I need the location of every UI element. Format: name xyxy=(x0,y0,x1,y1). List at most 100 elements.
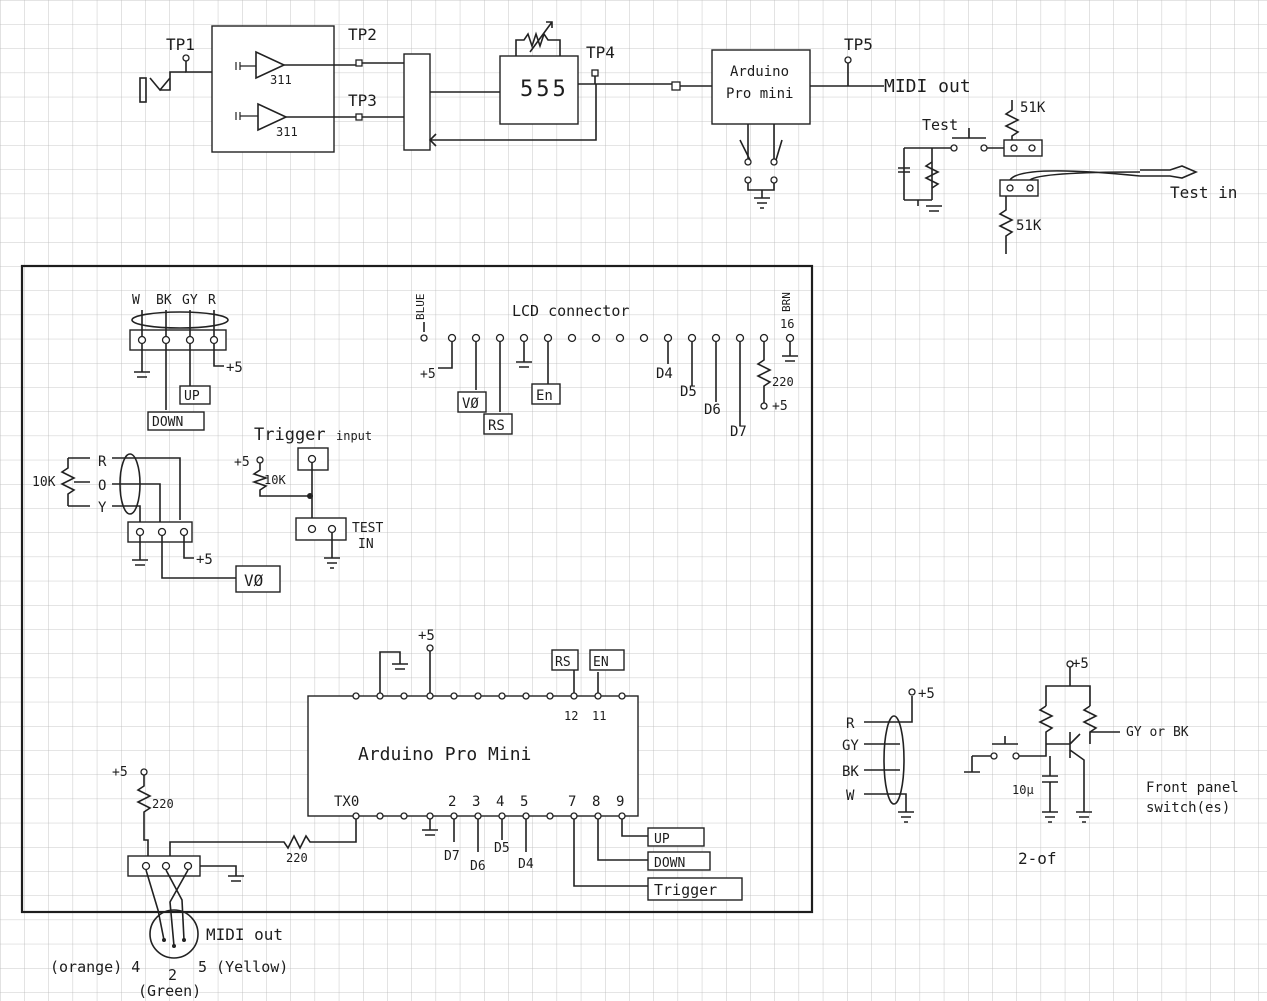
lcd-d4-label: D4 xyxy=(656,366,673,382)
tp4-point xyxy=(591,69,599,77)
midi-output xyxy=(127,768,244,959)
sw-wire-w: W xyxy=(846,788,855,804)
blue-label: BLUE xyxy=(414,294,427,321)
wire-r2-label: R xyxy=(98,454,107,470)
arduino-pro-mini xyxy=(169,644,743,901)
tp3-point xyxy=(355,113,363,121)
front-panel-label-1: Front panel xyxy=(1146,780,1239,796)
up-label: UP xyxy=(184,389,200,404)
down-label: DOWN xyxy=(152,415,183,430)
sw-plus5-b: +5 xyxy=(1072,656,1089,672)
tp4-label: TP4 xyxy=(586,43,615,62)
midi-green-label: (Green) xyxy=(138,982,201,1000)
pin8-label: 8 xyxy=(592,794,600,810)
resistor-51k-bot xyxy=(998,196,1014,254)
pin2-label: 2 xyxy=(448,794,456,810)
timer-555 xyxy=(499,55,579,125)
plus5-label-2: +5 xyxy=(196,552,213,568)
pot-10k-label: 10K xyxy=(32,475,56,490)
variable-resistor xyxy=(515,21,561,56)
wire-gy-label: GY xyxy=(182,293,198,308)
test-in-label: Test in xyxy=(1170,183,1237,202)
trigger-label: Trigger xyxy=(254,425,326,445)
plus5-label-5: +5 xyxy=(772,399,788,414)
comparator-2-label: 311 xyxy=(276,125,298,139)
contrast-pot xyxy=(60,453,281,593)
feedback-line xyxy=(430,84,597,141)
test-cable xyxy=(1009,170,1141,181)
wire-y-label: Y xyxy=(98,500,107,516)
tp2-point xyxy=(355,59,363,67)
lcd-d6-label: D6 xyxy=(704,402,721,418)
pin5-label: 5 xyxy=(520,794,528,810)
sw-wire-bk: BK xyxy=(842,764,859,780)
arduino-main-label: Arduino Pro Mini xyxy=(358,744,531,765)
pin7-label: 7 xyxy=(568,794,576,810)
switch-transistor-circuit xyxy=(964,660,1120,823)
rs-top-label: RS xyxy=(555,655,571,670)
comparator-1-label: 311 xyxy=(270,73,292,87)
trigger-input-label: input xyxy=(336,429,372,443)
tp3-label: TP3 xyxy=(348,91,377,110)
tp5-point xyxy=(844,56,852,64)
plus5-label-1: +5 xyxy=(226,360,243,376)
lcd-connector xyxy=(420,322,798,435)
comparator-1 xyxy=(235,50,356,80)
switch-connector xyxy=(129,310,229,431)
midi-r220b-label: 220 xyxy=(286,851,308,865)
input-jack xyxy=(139,71,186,103)
plus5-label-6: +5 xyxy=(418,628,435,644)
tp1-label: TP1 xyxy=(166,35,195,54)
out-trigger-label: Trigger xyxy=(654,881,717,899)
d4-bottom-label: D4 xyxy=(518,857,534,872)
wire-w-label: W xyxy=(132,293,140,308)
wire-r-label: R xyxy=(208,293,216,308)
front-panel-wiring xyxy=(864,688,916,823)
lcd-rs-label: RS xyxy=(488,418,505,434)
tx0-label: TX0 xyxy=(334,794,359,810)
lcd-d7-label: D7 xyxy=(730,424,747,440)
wire-o-label: O xyxy=(98,478,106,494)
tp1-point xyxy=(182,54,212,73)
d7-bottom-label: D7 xyxy=(444,849,460,864)
v0-label: VØ xyxy=(244,571,264,590)
r51k-top-label: 51K xyxy=(1020,100,1046,116)
panel-outline xyxy=(20,264,814,914)
plus5-label-7: +5 xyxy=(112,765,128,780)
trigger-input-circuit xyxy=(251,447,347,569)
arduino-top-label-1: Arduino xyxy=(730,64,789,80)
front-panel-label-2: switch(es) xyxy=(1146,800,1230,816)
test-label: Test xyxy=(922,116,958,134)
cap-10u-label: 10µ xyxy=(1012,783,1034,797)
r51k-bot-label: 51K xyxy=(1016,218,1042,234)
arduino-top-label-2: Pro mini xyxy=(726,86,793,102)
pin4-label: 4 xyxy=(496,794,504,810)
count-label: 2-of xyxy=(1018,849,1057,868)
out-down-label: DOWN xyxy=(654,856,685,871)
lcd-en-label: En xyxy=(536,388,553,404)
test-in-l2: IN xyxy=(358,537,374,552)
test-switch-block xyxy=(1003,139,1043,157)
comparator-2 xyxy=(235,102,356,132)
wire-bk-label: BK xyxy=(156,293,172,308)
out-up-label: UP xyxy=(654,832,670,847)
midi-pin4-label: (orange) 4 xyxy=(50,958,140,976)
d6-bottom-label: D6 xyxy=(470,859,486,874)
arduino-switches xyxy=(739,124,783,209)
connector-block xyxy=(403,53,431,151)
midi-r220-label: 220 xyxy=(152,797,174,811)
pin11-label: 11 xyxy=(592,709,606,723)
lcd-r220-label: 220 xyxy=(772,375,794,389)
test-in-l1: TEST xyxy=(352,521,383,536)
test-button xyxy=(898,128,1006,212)
r10k-label: 10K xyxy=(264,473,286,487)
en-top-label: EN xyxy=(593,655,609,670)
midi-pin2-label: 2 xyxy=(168,966,177,984)
resistor-51k-top xyxy=(1004,100,1020,140)
lcd-v0-label: VØ xyxy=(462,396,479,412)
pin3-label: 3 xyxy=(472,794,480,810)
gy-or-bk-label: GY or BK xyxy=(1126,725,1189,740)
